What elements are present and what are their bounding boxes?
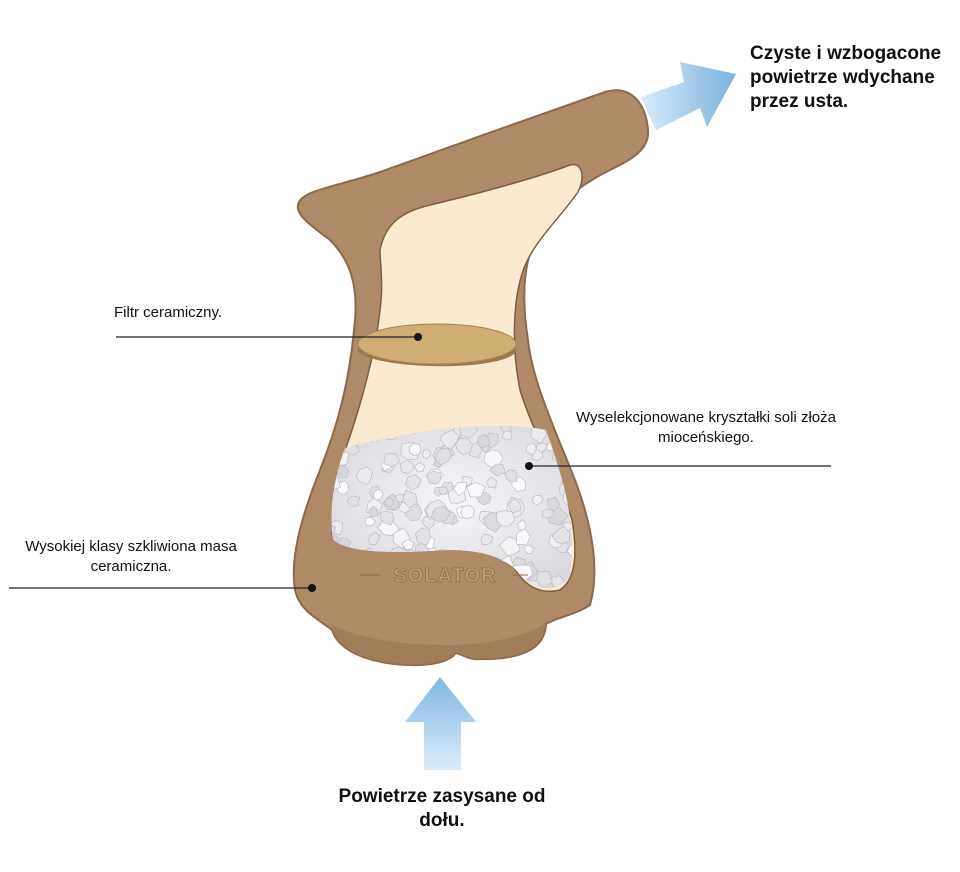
salt-crystal	[476, 434, 490, 449]
salt-crystal	[364, 516, 377, 527]
filter-label: Filtr ceramiczny.	[114, 304, 223, 321]
salt-crystal	[372, 489, 384, 501]
salt-crystal	[535, 442, 549, 453]
salt-crystal	[438, 486, 449, 496]
inflow-label: Powietrze zasysane od dołu.	[338, 786, 546, 831]
salt-crystal	[501, 430, 513, 441]
ceramic-leader-dot	[308, 584, 316, 592]
salt-crystal	[566, 545, 572, 557]
salt-crystal	[486, 476, 497, 489]
salt-crystal	[355, 466, 373, 485]
salt-crystal	[430, 505, 451, 523]
filter-leader-dot	[414, 333, 422, 341]
ceramic-label: Wysokiej klasy szkliwiona masa ceramiczn…	[25, 538, 237, 575]
salt-crystal	[401, 538, 415, 551]
salt-crystal	[434, 447, 452, 466]
salt-crystal	[504, 469, 518, 483]
salt-crystal	[422, 449, 431, 459]
salt-crystal	[331, 524, 337, 536]
salt-crystal	[383, 452, 401, 468]
salt-crystal	[346, 495, 361, 507]
salt-crystal	[399, 460, 415, 475]
salt-crystal	[439, 429, 460, 451]
outflow-label: Czyste i wzbogacone powietrze wdychane p…	[750, 43, 942, 112]
salt-crystal	[532, 494, 544, 505]
salt-crystal	[547, 497, 561, 512]
salt-crystal	[495, 510, 516, 527]
salt-crystal	[489, 463, 506, 477]
salt-crystal	[466, 481, 487, 498]
inflow-arrow	[405, 677, 476, 770]
salt-crystal	[468, 442, 483, 459]
salt-crystal	[460, 504, 476, 520]
salt-crystal	[414, 461, 425, 473]
base-rim	[332, 622, 546, 666]
salt-crystal	[517, 519, 527, 531]
salt-crystal	[379, 510, 395, 526]
salt-crystal	[409, 443, 422, 456]
outflow-arrow	[641, 62, 736, 130]
salt-crystal	[480, 534, 494, 546]
solator-logo: SOLATOR	[394, 565, 497, 587]
salt-crystal	[368, 532, 381, 546]
ceramic-filter	[357, 323, 517, 367]
salt-leader-dot	[525, 462, 533, 470]
salt-crystal	[455, 437, 473, 456]
salt-crystal	[368, 505, 379, 518]
salt-label: Wyselekcjonowane kryształki soli złoża m…	[576, 409, 836, 446]
salt-crystal	[551, 525, 571, 545]
salt-crystal	[524, 544, 535, 555]
salt-crystal	[453, 482, 468, 497]
salt-crystal	[525, 442, 537, 456]
salt-crystal	[384, 497, 395, 508]
salt-crystal	[395, 493, 404, 504]
salt-crystal	[483, 449, 504, 468]
salt-crystal	[516, 527, 531, 545]
salt-crystal	[426, 470, 442, 485]
salt-crystal	[405, 474, 422, 491]
salt-crystal	[541, 508, 555, 519]
